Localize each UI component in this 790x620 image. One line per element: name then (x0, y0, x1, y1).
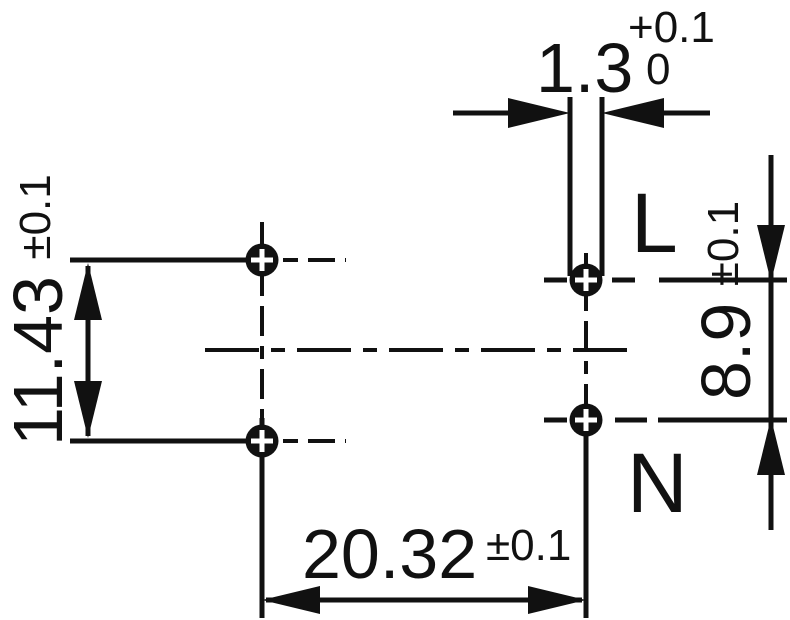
live-terminal-label: L (631, 176, 678, 270)
left-pitch-value: 11.43 (0, 276, 77, 446)
right-dim-arrow-down (757, 225, 785, 282)
right-dim-arrow-up (757, 418, 785, 475)
left-dim-arrow-down (74, 381, 102, 438)
bottom-dim-arrow-right (528, 586, 586, 614)
slot-width-tol-lower: 0 (646, 45, 670, 94)
right-pitch-tolerance: ±0.1 (699, 201, 748, 286)
pad-top-left (245, 243, 279, 277)
pad-bottom-left (245, 424, 279, 458)
neutral-terminal-label: N (627, 436, 688, 530)
left-pitch-dimension-text: 11.43 ±0.1 (0, 174, 77, 446)
pad-neutral (569, 403, 603, 437)
bottom-dim-arrow-left (262, 586, 320, 614)
slot-width-tol-upper: +0.1 (628, 3, 715, 52)
horizontal-pitch-value: 20.32 (302, 515, 477, 593)
slot-dim-arrow-left-pointing (602, 98, 664, 128)
right-pitch-value: 8.9 (687, 303, 765, 400)
right-pitch-dimension-text: 8.9 ±0.1 (687, 201, 765, 400)
slot-width-value: 1.3 (536, 29, 633, 107)
slot-dim-arrow-right-pointing (508, 98, 570, 128)
horizontal-pitch-tolerance: ±0.1 (486, 521, 571, 570)
left-dim-arrow-up (74, 263, 102, 320)
pad-live (569, 263, 603, 297)
left-pitch-tolerance: ±0.1 (11, 174, 60, 259)
